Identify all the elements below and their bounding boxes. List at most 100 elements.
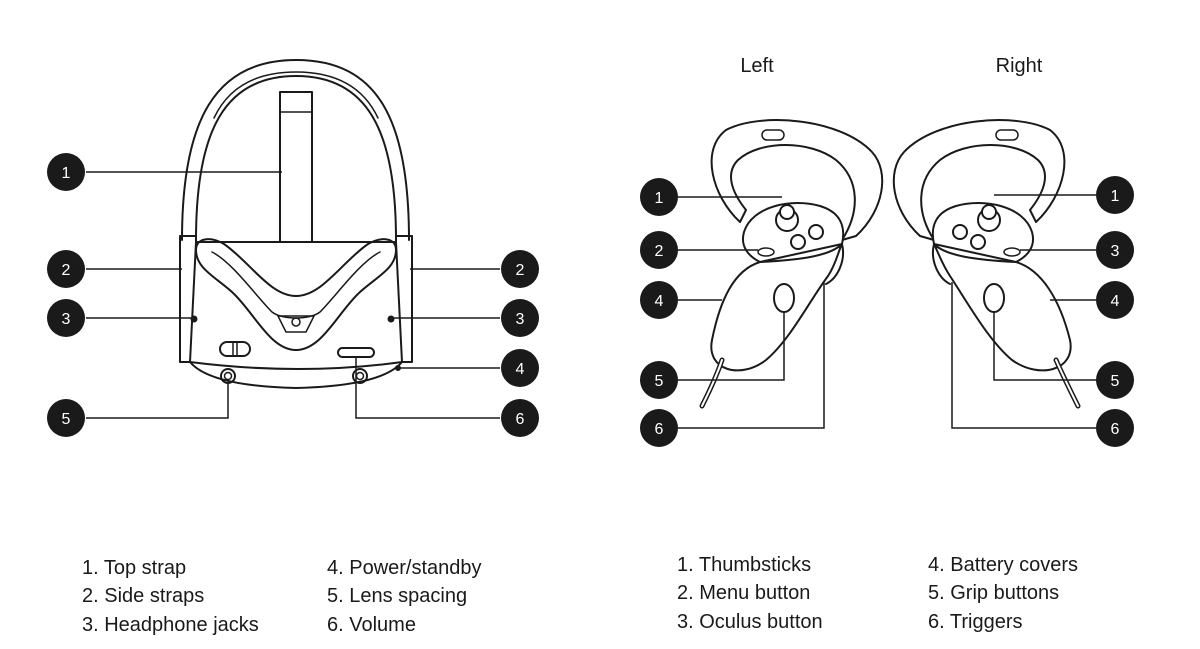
leader-r5 [993,312,1096,381]
headset-bottom-edge [189,361,403,389]
headset-callout-4: 4 [501,349,539,387]
leader-r6 [951,282,1096,429]
right-callout-3: 3 [1096,231,1134,269]
left-controller-ring-sensor [761,129,785,141]
right-thumbstick-top [981,204,997,220]
headset-callout-2-right: 2 [501,250,539,288]
headset-headphone-jack-left [190,315,198,323]
left-callout-2: 2 [640,231,678,269]
headset-sensor-dot [291,317,301,327]
left-grip-button [773,283,795,313]
svg-text:1: 1 [1111,188,1120,205]
headset-callout-5: 5 [47,399,85,437]
right-callout-5: 5 [1096,361,1134,399]
headset-legend-item: 5. Lens spacing [327,585,468,607]
right-controller-trigger [932,243,951,285]
headset-leader-lines [86,171,500,419]
right-callout-6: 6 [1096,409,1134,447]
headset-power-led [395,365,401,371]
svg-text:2: 2 [516,262,525,279]
svg-text:1: 1 [655,190,664,207]
svg-text:6: 6 [516,411,525,428]
headset-legend-item: 4. Power/standby [327,557,482,579]
left-thumbstick-top [779,204,795,220]
controller-callouts: 1 2 4 5 6 1 3 4 5 6 [640,176,1134,447]
headset-legend-item: 2. Side straps [82,585,205,607]
right-controller-ring-sensor [995,129,1019,141]
left-menu-button [757,247,775,257]
right-controller-face [931,202,1034,263]
controller-legend-item: 5. Grip buttons [928,582,1060,604]
right-grip-button [983,283,1005,313]
headset-legend-item: 1. Top strap [82,557,187,579]
headset-nose-sensor [277,315,315,333]
svg-text:5: 5 [1111,373,1120,390]
controller-legend-item: 6. Triggers [928,611,1023,633]
svg-text:1: 1 [62,165,71,182]
right-controller-lanyard-inner [1055,359,1079,407]
headset-callout-3-left: 3 [47,299,85,337]
headset-headphone-jack-right [387,315,395,323]
right-controller-title: Right [996,55,1043,77]
controller-legend-item: 3. Oculus button [677,611,823,633]
svg-text:3: 3 [62,311,71,328]
leader-h5 [86,384,229,419]
svg-text:6: 6 [1111,421,1120,438]
svg-text:4: 4 [655,293,664,310]
svg-text:2: 2 [655,243,664,260]
left-callout-1: 1 [640,178,678,216]
left-controller-title: Left [740,55,774,77]
svg-text:3: 3 [516,311,525,328]
headset-strap-highlight [213,71,379,119]
headset-top-strap-inner [195,75,397,241]
svg-text:4: 4 [516,361,525,378]
svg-text:5: 5 [655,373,664,390]
svg-text:3: 3 [1111,243,1120,260]
left-controller-trigger [825,243,844,285]
controller-legend-item: 1. Thumbsticks [677,554,812,576]
right-callout-1: 1 [1096,176,1134,214]
left-callout-5: 5 [640,361,678,399]
right-controller-ring [892,119,1066,241]
controller-leader-lines [678,194,1096,429]
headset-callout-1: 1 [47,153,85,191]
right-button-a [970,234,986,250]
headset-legend-item: 3. Headphone jacks [82,614,259,636]
left-callout-4: 4 [640,281,678,319]
headset-volume-rocker [337,347,375,358]
headset-bottom-button-left [220,368,236,384]
svg-text:5: 5 [62,411,71,428]
right-callout-4: 4 [1096,281,1134,319]
left-controller-ring [710,119,884,241]
headset-callouts: 1 2 2 3 3 4 5 6 [47,153,539,437]
headset-bottom-button-left-inner [223,371,233,381]
left-callout-6: 6 [640,409,678,447]
leader-h6 [355,358,500,419]
controller-legend-item: 2. Menu button [677,582,811,604]
controller-legend-item: 4. Battery covers [928,554,1079,576]
headset-body [189,241,403,370]
headset-bottom-button-right-inner [355,371,365,381]
right-oculus-button [1003,247,1021,257]
headset-lens-spacing-slider [219,341,251,357]
headset-callout-3-right: 3 [501,299,539,337]
headset-legend-item: 6. Volume [327,614,416,636]
headset-top-strap-outer [181,59,410,241]
headset-illustration [179,59,413,389]
leader-l6 [678,282,825,429]
svg-text:4: 4 [1111,293,1120,310]
left-button-x [790,234,806,250]
left-controller-face [742,202,845,263]
headset-face-interface [195,238,397,351]
headset-bottom-button-right [352,368,368,384]
left-controller-illustration [699,119,884,409]
right-controller-illustration [892,119,1081,409]
right-button-b [952,224,968,240]
headset-callout-2-left: 2 [47,250,85,288]
left-button-y [808,224,824,240]
svg-text:6: 6 [655,421,664,438]
headset-callout-6: 6 [501,399,539,437]
left-controller-lanyard-inner [701,359,723,407]
svg-text:2: 2 [62,262,71,279]
